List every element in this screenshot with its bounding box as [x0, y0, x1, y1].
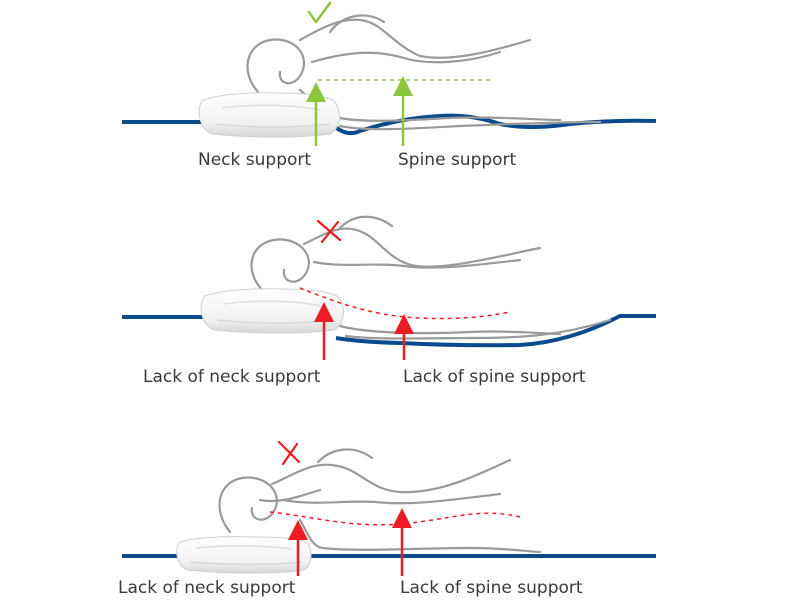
neck-support-label: Lack of neck support	[143, 367, 321, 387]
panel-incorrect-1	[122, 215, 656, 360]
pillow	[198, 92, 340, 138]
sleeper-figure	[218, 448, 542, 554]
pillow	[200, 288, 344, 334]
neck-support-label: Lack of neck support	[118, 578, 296, 598]
pillow	[176, 536, 312, 574]
panel-correct	[122, 1, 657, 146]
spine-support-label: Lack of spine support	[403, 367, 586, 387]
spine-support-label: Spine support	[398, 150, 517, 170]
neck-support-label: Neck support	[198, 150, 312, 170]
misalignment-curve	[269, 511, 525, 526]
cross-icon	[277, 440, 301, 466]
checkmark-icon	[307, 1, 332, 24]
panel-incorrect-2	[122, 440, 656, 576]
cross-icon	[316, 219, 342, 244]
mattress-line	[122, 314, 656, 348]
spine-support-label: Lack of spine support	[400, 578, 583, 598]
